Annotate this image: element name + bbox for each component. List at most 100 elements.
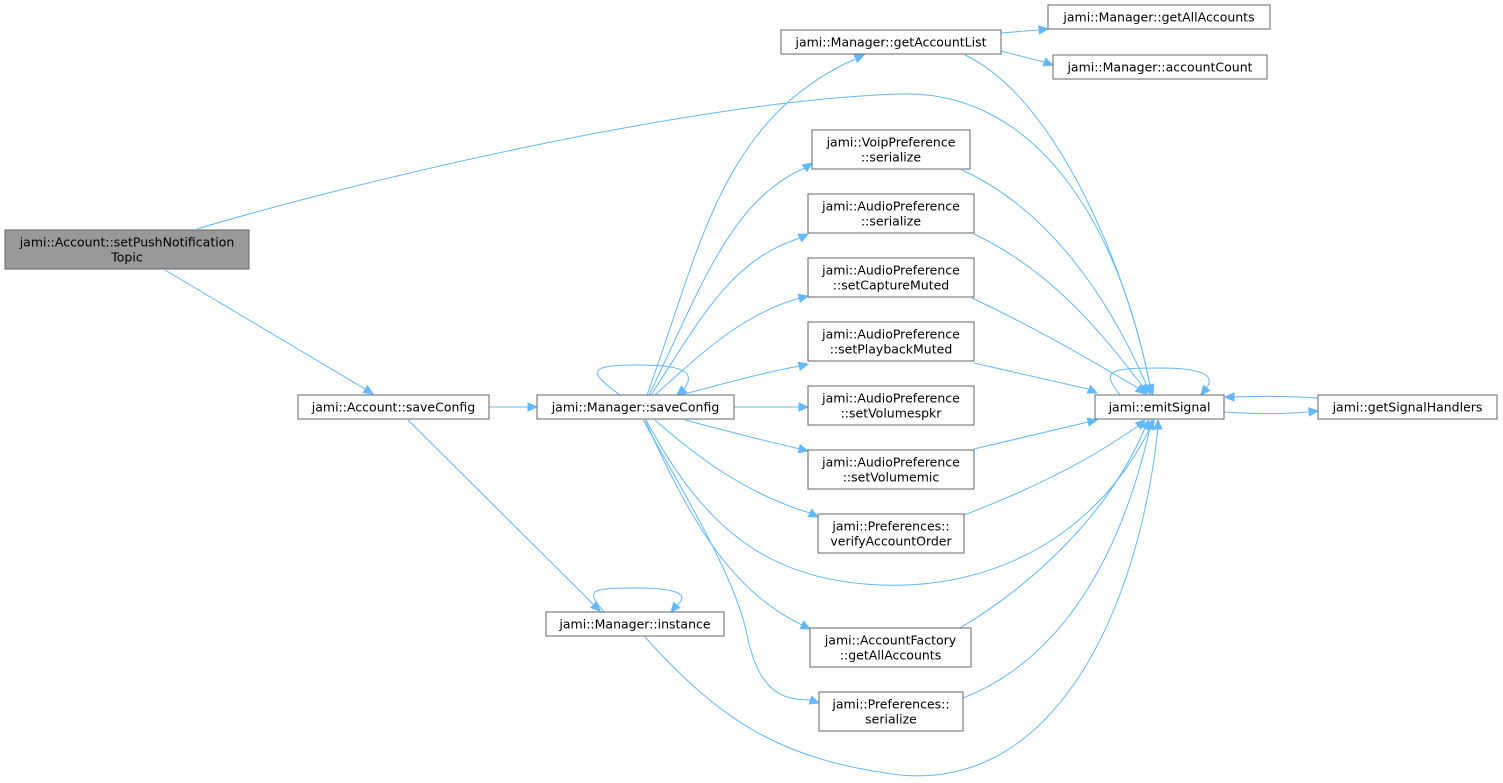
node-label: ::serialize bbox=[861, 214, 921, 229]
nodes-layer: jami::Account::setPushNotificationTopicj… bbox=[4, 4, 1498, 732]
node-box bbox=[545, 611, 725, 637]
arrowhead bbox=[797, 293, 810, 303]
edge-mgr_saveconfig-to-audio_spkr bbox=[734, 402, 810, 412]
arrowhead bbox=[676, 385, 688, 396]
node-mgr-saveconfig[interactable]: jami::Manager::saveConfig bbox=[536, 394, 735, 420]
node-emitsignal[interactable]: jami::emitSignal bbox=[1094, 394, 1225, 420]
node-box bbox=[809, 627, 972, 668]
node-label: ::serialize bbox=[861, 150, 921, 165]
edge-line bbox=[1233, 395, 1319, 399]
edge-mgr_saveconfig-to-audio_capture bbox=[654, 293, 810, 396]
edge-mgr_instance-to-emitsignal bbox=[644, 418, 1163, 777]
edge-line bbox=[1000, 29, 1039, 34]
arrowhead bbox=[1308, 407, 1320, 417]
node-box bbox=[807, 385, 975, 426]
edge-line bbox=[679, 365, 801, 396]
node-accountcount[interactable]: jami::Manager::accountCount bbox=[1052, 54, 1268, 80]
edge-line bbox=[1223, 411, 1309, 414]
arrowhead bbox=[797, 361, 810, 371]
node-label: jami::emitSignal bbox=[1108, 400, 1211, 415]
arrowhead bbox=[1042, 57, 1055, 67]
node-acc-saveconfig[interactable]: jami::Account::saveConfig bbox=[297, 394, 490, 420]
node-mgr-instance[interactable]: jami::Manager::instance bbox=[545, 611, 725, 637]
edge-audio_capture-to-emitsignal bbox=[971, 297, 1146, 395]
node-box bbox=[536, 394, 735, 420]
node-audio-playback[interactable]: jami::AudioPreference::setPlaybackMuted bbox=[807, 321, 975, 362]
node-label: jami::Preferences:: bbox=[831, 697, 949, 712]
node-label: jami::Account::setPushNotification bbox=[19, 235, 235, 250]
edge-line bbox=[973, 421, 1089, 450]
arrowhead bbox=[808, 695, 821, 705]
arrowhead bbox=[807, 508, 820, 518]
edge-line bbox=[961, 169, 1148, 387]
node-box bbox=[297, 394, 490, 420]
edge-line bbox=[654, 419, 811, 514]
arrowhead bbox=[797, 444, 810, 454]
edge-line bbox=[962, 427, 1151, 699]
edge-gethandlers-to-emitsignal bbox=[1223, 392, 1319, 402]
node-box bbox=[1047, 4, 1271, 30]
node-getallaccounts[interactable]: jami::Manager::getAllAccounts bbox=[1047, 4, 1271, 30]
node-label: jami::Manager::getAccountList bbox=[794, 35, 986, 50]
node-box bbox=[4, 229, 250, 270]
arrowhead bbox=[589, 600, 601, 612]
edge-line bbox=[644, 427, 1159, 777]
node-box bbox=[818, 691, 964, 732]
node-label: jami::AccountFactory bbox=[824, 633, 957, 648]
node-box bbox=[807, 257, 975, 298]
node-label: ::setPlaybackMuted bbox=[830, 342, 953, 357]
edge-pref_verify-to-emitsignal bbox=[963, 419, 1146, 516]
node-label: jami::getSignalHandlers bbox=[1332, 400, 1483, 415]
edge-line bbox=[964, 54, 1151, 387]
node-getaccountlist[interactable]: jami::Manager::getAccountList bbox=[780, 29, 1002, 55]
edge-mgr_saveconfig-to-mgr_saveconfig bbox=[597, 364, 689, 396]
edge-getaccountlist-to-getallaccounts bbox=[1000, 25, 1050, 35]
edge-mgr_instance-to-mgr_instance bbox=[593, 587, 683, 613]
node-box bbox=[807, 449, 975, 490]
node-label: jami::VoipPreference bbox=[826, 135, 956, 150]
arrowhead bbox=[527, 402, 539, 412]
edge-line bbox=[644, 419, 803, 626]
edge-line bbox=[959, 427, 1146, 629]
edge-mgr_saveconfig-to-factory_all bbox=[644, 419, 812, 630]
node-audio-serialize[interactable]: jami::AudioPreference::serialize bbox=[807, 193, 975, 234]
node-pref-verify[interactable]: jami::Preferences::verifyAccountOrder bbox=[817, 513, 965, 554]
edge-pref_serialize-to-emitsignal bbox=[962, 418, 1155, 699]
node-box bbox=[780, 29, 1002, 55]
edge-line bbox=[971, 297, 1139, 389]
node-box bbox=[811, 129, 971, 170]
edge-line bbox=[642, 419, 811, 701]
node-box bbox=[1094, 394, 1225, 420]
edge-line bbox=[1000, 50, 1045, 63]
node-label: jami::Manager::saveConfig bbox=[551, 400, 720, 415]
arrowhead bbox=[797, 233, 810, 243]
edge-line bbox=[973, 362, 1089, 390]
node-label: jami::Preferences:: bbox=[831, 519, 949, 534]
node-factory-all[interactable]: jami::AccountFactory::getAllAccounts bbox=[809, 627, 972, 668]
edge-line bbox=[684, 419, 801, 450]
edges-layer bbox=[164, 25, 1320, 777]
node-label: jami::AudioPreference bbox=[821, 391, 960, 406]
node-audio-spkr[interactable]: jami::AudioPreference::setVolumespkr bbox=[807, 385, 975, 426]
node-gethandlers[interactable]: jami::getSignalHandlers bbox=[1317, 394, 1498, 420]
edge-acc_saveconfig-to-mgr_saveconfig bbox=[489, 402, 539, 412]
edge-line bbox=[648, 167, 806, 396]
edge-emitsignal-to-gethandlers bbox=[1223, 407, 1320, 417]
node-pref-serialize[interactable]: jami::Preferences::serialize bbox=[818, 691, 964, 732]
node-label: jami::AudioPreference bbox=[821, 327, 960, 342]
edge-mgr_saveconfig-to-audio_playback bbox=[679, 361, 810, 396]
edge-acc_saveconfig-to-mgr_instance bbox=[407, 419, 601, 612]
node-box bbox=[1317, 394, 1498, 420]
node-label: ::setVolumespkr bbox=[841, 406, 943, 421]
node-audio-capture[interactable]: jami::AudioPreference::setCaptureMuted bbox=[807, 257, 975, 298]
node-box bbox=[817, 513, 965, 554]
node-label: jami::AudioPreference bbox=[821, 263, 960, 278]
edge-line bbox=[164, 269, 366, 390]
edge-mgr_saveconfig-to-audio_mic bbox=[684, 419, 810, 454]
node-audio-mic[interactable]: jami::AudioPreference::setVolumemic bbox=[807, 449, 975, 490]
node-box bbox=[807, 193, 975, 234]
node-voip-serialize[interactable]: jami::VoipPreference::serialize bbox=[811, 129, 971, 170]
edge-setpush-to-emitsignal bbox=[196, 93, 1155, 396]
